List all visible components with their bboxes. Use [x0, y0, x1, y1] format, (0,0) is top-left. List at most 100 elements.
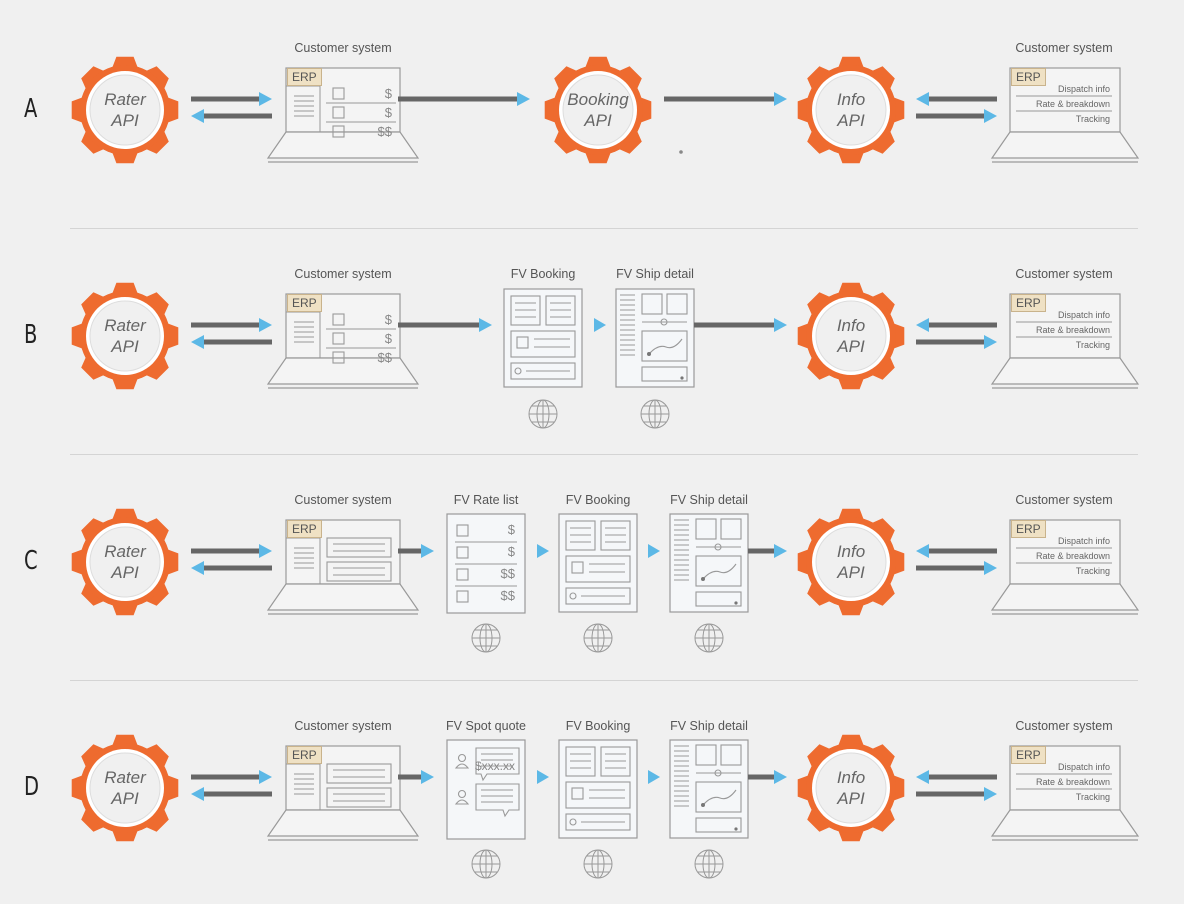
info-api-gear [797, 56, 905, 164]
arrow-to-info-api [694, 318, 787, 332]
rate-price-2: $$ [500, 566, 515, 581]
right-item-2: Tracking [1075, 340, 1110, 350]
arrow-to-fv-first [398, 544, 434, 558]
rater-api-gear-line2: API [111, 111, 139, 130]
rater-api-gear [71, 56, 179, 164]
arrow-to-info [916, 335, 997, 349]
fv-booking-screen [558, 739, 638, 839]
arrow-to-customer [191, 770, 272, 784]
erp-badge: ERP [287, 68, 322, 86]
rater-api-gear-line2: API [111, 563, 139, 582]
arrow-to-info [916, 787, 997, 801]
customer-system-label: Customer system [294, 41, 392, 55]
flow-arrow [648, 544, 660, 558]
customer-laptop-right [990, 293, 1140, 389]
customer-laptop-left [266, 67, 420, 163]
arrow-to-info-api [748, 544, 787, 558]
rater-api-gear [71, 282, 179, 390]
erp-badge: ERP [287, 746, 322, 764]
arrow-to-customer [191, 318, 272, 332]
info-api-gear-line1: Info [836, 316, 866, 335]
rater-api-gear [71, 508, 179, 616]
row-separator [70, 454, 1138, 455]
screen-label-booking: FV Booking [565, 493, 631, 507]
erp-badge-right: ERP [1011, 746, 1046, 764]
row-graphics [71, 734, 1140, 879]
globe-icon [694, 849, 724, 879]
row-letter: C [24, 546, 38, 576]
flow-arrow [594, 318, 606, 332]
arrow-from-info [916, 770, 997, 784]
info-api-gear-line2: API [837, 337, 865, 356]
info-api-gear-line2: API [837, 563, 865, 582]
right-item-1: Rate & breakdown [1035, 551, 1110, 561]
screen-label-ship: FV Ship detail [670, 719, 748, 733]
row-separator [70, 228, 1138, 229]
right-edge-strip [1184, 0, 1194, 904]
booking-api-gear-line2: API [584, 111, 612, 130]
customer-system-label-right: Customer system [1015, 267, 1113, 281]
fv-spot-quote-screen [446, 739, 526, 840]
row-separator [70, 680, 1138, 681]
arrow-to-info-api [748, 770, 787, 784]
globe-icon [471, 849, 501, 879]
erp-badge-right: ERP [1011, 520, 1046, 538]
booking-api-gear-line1: Booking [567, 90, 629, 109]
customer-laptop-right [990, 67, 1140, 163]
screen-label-ship: FV Ship detail [670, 493, 748, 507]
info-api-gear [797, 282, 905, 390]
flow-arrow [537, 544, 549, 558]
right-item-1: Rate & breakdown [1035, 325, 1110, 335]
rate-price-1: $ [507, 544, 515, 559]
rater-api-gear-line2: API [111, 789, 139, 808]
info-api-gear [797, 734, 905, 842]
arrow-to-customer [191, 92, 272, 106]
arrow-from-customer [191, 335, 272, 349]
globe-icon [528, 399, 558, 429]
info-api-gear-line1: Info [836, 542, 866, 561]
right-item-2: Tracking [1075, 114, 1110, 124]
arrow-from-info [916, 544, 997, 558]
arrow-from-info [916, 92, 997, 106]
arrow-to-info [916, 561, 997, 575]
rater-api-gear-line2: API [111, 337, 139, 356]
fv-booking-screen [503, 288, 583, 388]
fv-ship-detail-screen [669, 513, 749, 613]
customer-system-label: Customer system [294, 493, 392, 507]
customer-system-label: Customer system [294, 267, 392, 281]
price-2: $$ [377, 350, 392, 365]
spot-quote-price: $xxx.xx [475, 759, 516, 773]
price-1: $ [384, 331, 392, 346]
info-api-gear-line1: Info [836, 768, 866, 787]
row-letter: D [24, 772, 40, 802]
rater-api-gear-line1: Rater [104, 768, 146, 787]
customer-system-label: Customer system [294, 719, 392, 733]
arrow-to-fv-first [398, 770, 434, 784]
booking-api-gear [544, 56, 652, 164]
erp-badge-right: ERP [1011, 294, 1046, 312]
right-item-1: Rate & breakdown [1035, 777, 1110, 787]
flow-arrow [537, 770, 549, 784]
price-2: $$ [377, 124, 392, 139]
arrow-from-customer [191, 787, 272, 801]
globe-icon [694, 623, 724, 653]
info-api-gear-line1: Info [836, 90, 866, 109]
info-api-gear [797, 508, 905, 616]
rate-price-3: $$ [500, 588, 515, 603]
arrow-from-customer [191, 109, 272, 123]
row-letter: A [24, 94, 38, 124]
row-graphics [71, 56, 1140, 164]
arrow-from-info [916, 318, 997, 332]
globe-icon [583, 849, 613, 879]
screen-label-booking: FV Booking [510, 267, 576, 281]
